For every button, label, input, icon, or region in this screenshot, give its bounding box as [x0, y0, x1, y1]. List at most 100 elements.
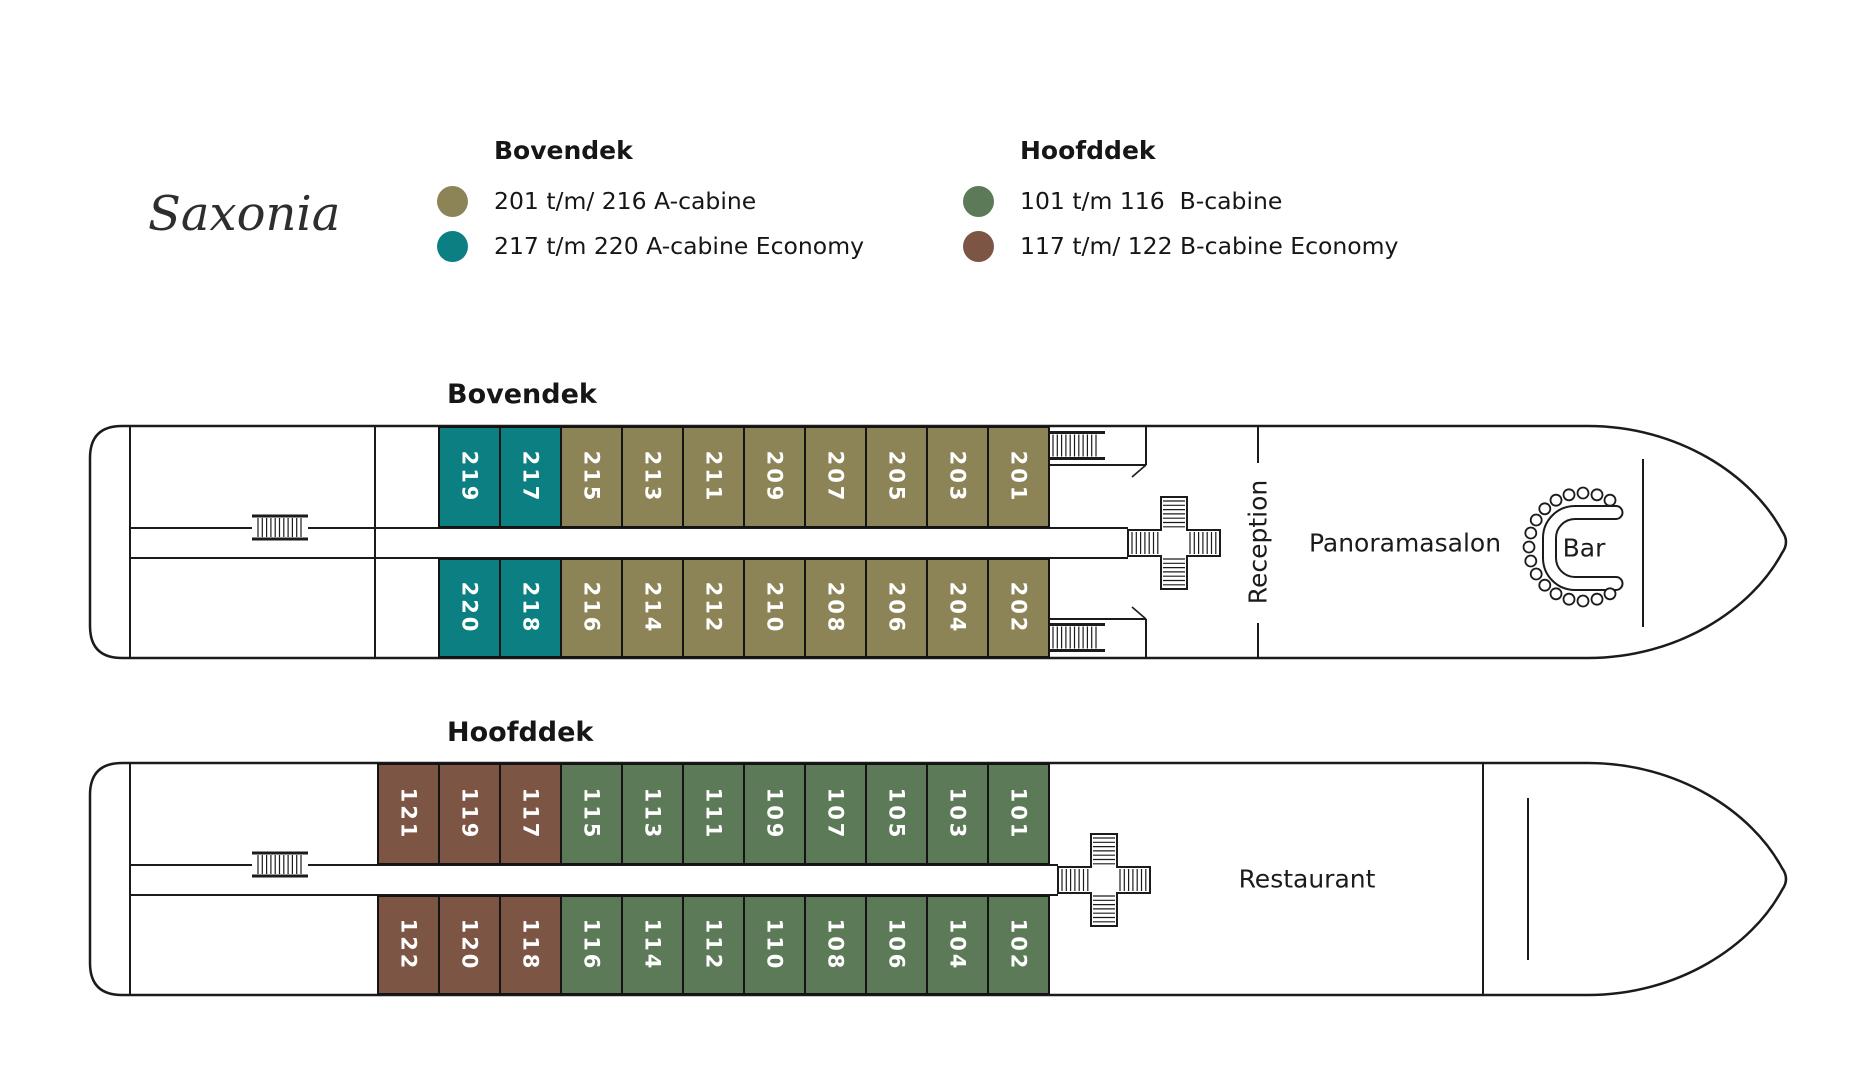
cabin-number: 202	[1006, 581, 1031, 635]
cabin-number: 104	[945, 918, 970, 972]
cabin-number: 105	[884, 787, 909, 841]
reception-label: Reception	[1243, 479, 1273, 605]
bar-stool-icon	[1562, 592, 1576, 606]
bar-stool-icon	[1590, 592, 1604, 606]
bovendek-section-label: Bovendek	[447, 379, 597, 410]
cabin-121[interactable]: 121	[377, 763, 440, 865]
cabin-202[interactable]: 202	[987, 558, 1050, 658]
cabin-212[interactable]: 212	[682, 558, 745, 658]
cabin-104[interactable]: 104	[926, 895, 989, 995]
cabin-112[interactable]: 112	[682, 895, 745, 995]
cabin-208[interactable]: 208	[804, 558, 867, 658]
cabin-number: 206	[884, 581, 909, 635]
cabin-113[interactable]: 113	[621, 763, 684, 865]
restaurant-label: Restaurant	[1238, 864, 1376, 894]
bar-stool-icon	[1576, 594, 1590, 608]
bar-stool-icon	[1538, 502, 1552, 516]
cabin-114[interactable]: 114	[621, 895, 684, 995]
cabin-105[interactable]: 105	[865, 763, 928, 865]
cabin-number: 218	[518, 581, 543, 635]
cabin-220[interactable]: 220	[438, 558, 501, 658]
cabin-number: 112	[701, 918, 726, 972]
bar-stool-icon	[1562, 488, 1576, 502]
cabin-number: 214	[640, 581, 665, 635]
cabin-122[interactable]: 122	[377, 895, 440, 995]
legend-item-label: 101 t/m 116 B-cabine	[1020, 187, 1283, 215]
bar-stool-icon	[1590, 488, 1604, 502]
legend-bovendek: Bovendek 201 t/m/ 216 A-cabine 217 t/m 2…	[437, 135, 997, 275]
cabin-204[interactable]: 204	[926, 558, 989, 658]
cabin-number: 113	[640, 787, 665, 841]
cabin-217[interactable]: 217	[499, 426, 562, 528]
door-swing-mark	[1131, 464, 1147, 478]
legend-item: 201 t/m/ 216 A-cabine	[437, 185, 997, 218]
cabin-216[interactable]: 216	[560, 558, 623, 658]
cabin-111[interactable]: 111	[682, 763, 745, 865]
cabin-108[interactable]: 108	[804, 895, 867, 995]
cabin-203[interactable]: 203	[926, 426, 989, 528]
cabin-101[interactable]: 101	[987, 763, 1050, 865]
cabin-209[interactable]: 209	[743, 426, 806, 528]
cabin-115[interactable]: 115	[560, 763, 623, 865]
legend-header-bovendek: Bovendek	[494, 136, 633, 165]
bar-stool-icon	[1549, 493, 1563, 507]
corridor-stairs-icon	[252, 514, 308, 541]
cabin-number: 201	[1006, 450, 1031, 504]
cabin-214[interactable]: 214	[621, 558, 684, 658]
cabin-215[interactable]: 215	[560, 426, 623, 528]
cabin-106[interactable]: 106	[865, 895, 928, 995]
cabin-102[interactable]: 102	[987, 895, 1050, 995]
legend-hoofddek: Hoofddek 101 t/m 116 B-cabine 117 t/m/ 1…	[963, 135, 1523, 275]
cabin-number: 111	[701, 787, 726, 841]
cabin-119[interactable]: 119	[438, 763, 501, 865]
cabin-number: 212	[701, 581, 726, 635]
cabin-207[interactable]: 207	[804, 426, 867, 528]
cabin-118[interactable]: 118	[499, 895, 562, 995]
cabin-120[interactable]: 120	[438, 895, 501, 995]
bar-stool-icon	[1522, 540, 1536, 554]
cabin-205[interactable]: 205	[865, 426, 928, 528]
legend-item-label: 117 t/m/ 122 B-cabine Economy	[1020, 232, 1399, 260]
cabin-number: 205	[884, 450, 909, 504]
cabin-number: 207	[823, 450, 848, 504]
cabin-107[interactable]: 107	[804, 763, 867, 865]
cabin-number: 120	[457, 918, 482, 972]
cabin-number: 115	[579, 787, 604, 841]
cabin-number: 101	[1006, 787, 1031, 841]
cabin-number: 210	[762, 581, 787, 635]
cabin-201[interactable]: 201	[987, 426, 1050, 528]
hoofddek-decorations	[252, 837, 1147, 923]
cabin-219[interactable]: 219	[438, 426, 501, 528]
cabin-number: 116	[579, 918, 604, 972]
legend-item: 117 t/m/ 122 B-cabine Economy	[963, 230, 1523, 263]
legend-item: 217 t/m 220 A-cabine Economy	[437, 230, 997, 263]
cabin-206[interactable]: 206	[865, 558, 928, 658]
bar-label: Bar	[1562, 533, 1606, 563]
ship-title: Saxonia	[148, 186, 341, 242]
cabin-210[interactable]: 210	[743, 558, 806, 658]
cabin-number: 208	[823, 581, 848, 635]
cabin-218[interactable]: 218	[499, 558, 562, 658]
cabin-110[interactable]: 110	[743, 895, 806, 995]
a-economy-swatch-icon	[437, 231, 468, 262]
cabin-109[interactable]: 109	[743, 763, 806, 865]
cabin-number: 213	[640, 450, 665, 504]
cabin-117[interactable]: 117	[499, 763, 562, 865]
hoofddek-section-label: Hoofddek	[447, 717, 594, 748]
cabin-number: 102	[1006, 918, 1031, 972]
cross-staircase-icon	[1057, 833, 1151, 927]
legend-item-label: 217 t/m 220 A-cabine Economy	[494, 232, 864, 260]
cabin-number: 118	[518, 918, 543, 972]
cabin-116[interactable]: 116	[560, 895, 623, 995]
cabin-number: 110	[762, 918, 787, 972]
cabin-213[interactable]: 213	[621, 426, 684, 528]
side-stairs-icon	[1047, 622, 1105, 653]
cabin-number: 215	[579, 450, 604, 504]
a-cabine-swatch-icon	[437, 186, 468, 217]
cabin-103[interactable]: 103	[926, 763, 989, 865]
cabin-211[interactable]: 211	[682, 426, 745, 528]
bovendek-decorations	[252, 430, 1617, 653]
